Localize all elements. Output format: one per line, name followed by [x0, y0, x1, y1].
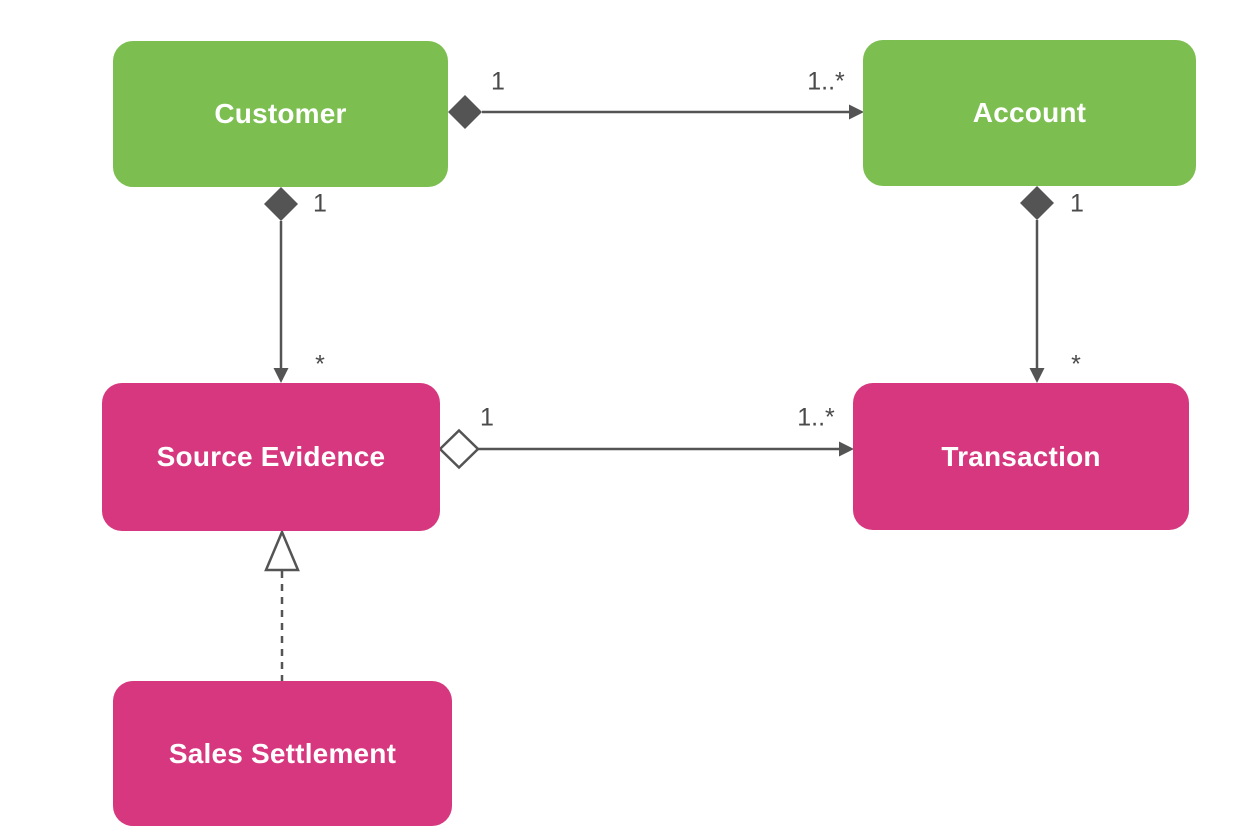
multiplicity-account-transaction-target: * — [1071, 350, 1081, 379]
multiplicity-customer-source-evidence-target: * — [315, 350, 325, 379]
class-node-sales-settlement[interactable]: Sales Settlement — [113, 681, 452, 826]
multiplicity-source-evidence-transaction-target: 1..* — [797, 403, 835, 432]
class-node-customer[interactable]: Customer — [113, 41, 448, 187]
edge-customer-account — [448, 95, 864, 129]
class-label: Customer — [214, 98, 347, 129]
multiplicity-account-transaction-source: 1 — [1070, 189, 1084, 218]
composition-diamond-icon — [1020, 186, 1054, 220]
multiplicity-customer-account-source: 1 — [491, 67, 505, 96]
edge-customer-source-evidence — [264, 187, 298, 383]
composition-diamond-icon — [264, 187, 298, 221]
arrowhead-icon — [1029, 368, 1045, 383]
composition-diamond-icon — [448, 95, 482, 129]
class-label: Account — [972, 97, 1087, 128]
multiplicity-customer-source-evidence-source: 1 — [313, 189, 327, 218]
edge-account-transaction — [1020, 186, 1054, 383]
multiplicity-customer-account-target: 1..* — [807, 67, 845, 96]
edge-source-evidence-transaction — [438, 428, 854, 470]
multiplicity-source-evidence-transaction-source: 1 — [480, 403, 494, 432]
class-node-transaction[interactable]: Transaction — [853, 383, 1189, 530]
class-label: Transaction — [941, 440, 1101, 472]
arrowhead-icon — [273, 368, 289, 383]
generalization-triangle-icon — [264, 528, 300, 572]
class-node-account[interactable]: Account — [863, 40, 1196, 186]
aggregation-diamond-icon — [438, 428, 480, 470]
arrowhead-icon — [849, 104, 864, 120]
edge-sales-settlement-source-evidence — [264, 528, 300, 681]
class-label: Source Evidence — [156, 441, 386, 472]
class-node-source-evidence[interactable]: Source Evidence — [102, 383, 440, 531]
arrowhead-icon — [839, 441, 854, 457]
class-label: Sales Settlement — [168, 737, 397, 769]
